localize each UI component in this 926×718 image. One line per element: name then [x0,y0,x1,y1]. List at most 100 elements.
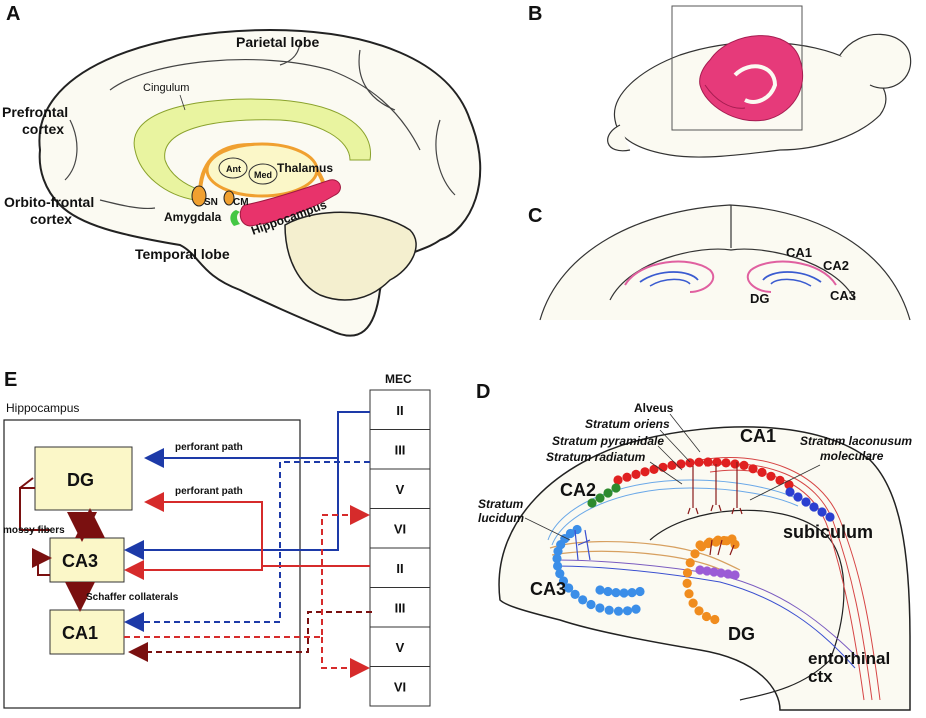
cerebellum [839,33,912,89]
dg-neuron [710,614,720,625]
ca3-dendrites [574,529,591,561]
perforant-blue-to-dg [124,411,370,560]
schaffer-fiber-1 [547,479,801,541]
ca3-recurrent-loop [32,548,52,576]
label-stratum-lacunosum-1: Stratum laconusum [800,434,912,448]
leader-lacunosum [749,464,821,501]
ca3-neuron [558,576,569,586]
subiculum-neuron [801,497,811,507]
leader-pyramidale [657,445,683,471]
panel-e-letter: E [4,369,17,391]
gyrus-line [435,119,456,196]
ca1-neuron [703,457,713,467]
ca3-neuron [604,605,614,615]
ca3-neuron [635,586,645,597]
med-nucleus [248,163,278,185]
dg-neuron-inner [723,569,733,579]
mec-layer-label: VI [394,521,406,536]
ca3-neuron [595,585,605,595]
label-mossy: mossy fibers [3,525,65,536]
label-prefrontal-1: Prefrontal [2,104,68,120]
label-stratum-oriens: Stratum oriens [585,417,670,431]
gyrus-line [109,59,421,151]
label-cm: CM [233,197,249,208]
right-ca-line [746,260,837,293]
subiculum-neuron [825,512,835,522]
ca1-output-red-2 [321,637,370,678]
label-c-ca1: CA1 [786,245,812,260]
ca3-neuron [611,588,621,598]
ca3-neuron [552,553,562,564]
ca3-neuron [613,606,624,616]
label-orbito-1: Orbito-frontal [4,194,94,210]
ca3-neuron [553,546,563,556]
right-dg-line [762,271,822,283]
schaffer-fiber-2 [551,487,799,546]
ca1-neuron [613,475,623,485]
ca3-neuron [564,583,574,593]
label-amygdala: Amygdala [164,210,222,224]
hippocampus-3d-inner [733,64,778,104]
mec-layer-label: III [395,600,406,615]
hippocampus-3d [699,35,804,122]
ca2-neuron [587,498,597,508]
panel-b: B [528,3,912,158]
label-stratum-pyramidale: Stratum pyramidale [552,434,664,448]
right-dg-line-2 [770,278,812,287]
dg-neuron [703,538,713,549]
cm-node [223,190,235,206]
dg-recurrent-loop-in [19,477,34,489]
label-med: Med [254,170,272,180]
ca1-neuron [739,460,749,470]
hippocampus-box [3,419,301,709]
left-dg-line [639,271,699,283]
mec-layer-label: V [396,640,405,655]
dg-neuron [694,606,704,616]
alveus-fiber-2 [704,463,873,701]
ca2-neuron [603,488,613,498]
ca1-neuron [685,458,695,468]
dg-neuron-inner [709,567,719,577]
hippocampus-3d-curve [704,84,746,109]
ca1-neuron [775,475,785,485]
gyrus-line [99,199,156,210]
label-perforant-2: perforant path [175,486,243,497]
label-e-dg: DG [67,470,94,490]
label-orbito-2: cortex [30,211,72,227]
ant-nucleus [218,157,248,179]
subiculum-neuron [817,507,827,517]
mec-layer-label: VI [394,679,406,694]
ca1-neuron [784,480,794,490]
label-d-ca1: CA1 [740,426,776,446]
label-entorhinal-2: ctx [808,667,833,686]
ca3-neuron [619,588,629,598]
panel-a-letter: A [6,3,20,25]
label-thalamus: Thalamus [277,161,333,175]
label-ant: Ant [226,164,241,174]
label-e-ca1: CA1 [62,623,98,643]
panel-c: C CA1 CA2 CA3 DG [528,204,911,321]
dg-neuron-inner [716,568,726,578]
label-d-subiculum: subiculum [783,522,873,542]
dg-neuron [695,540,705,550]
label-schaffer: Schaffer collaterals [86,592,179,603]
ca2-neuron [595,493,605,503]
amygdala-shape [230,210,240,226]
ca1-neuron [712,457,722,467]
label-prefrontal-2: cortex [22,121,64,137]
ca1-neuron [631,469,641,479]
ca3-neuron [578,595,588,605]
subiculum-neuron [793,492,803,502]
mec-layer-label: II [396,561,403,576]
leader-lucidum [524,517,571,541]
label-parietal: Parietal lobe [236,34,319,50]
left-ca-line [624,260,715,293]
hippocampus-shape [239,179,341,227]
panel-b-letter: B [528,3,542,25]
ca3-neuron [603,586,613,597]
label-perforant-1: perforant path [175,442,243,453]
mec-layer-label: III [395,442,406,457]
leader-oriens [659,429,691,463]
